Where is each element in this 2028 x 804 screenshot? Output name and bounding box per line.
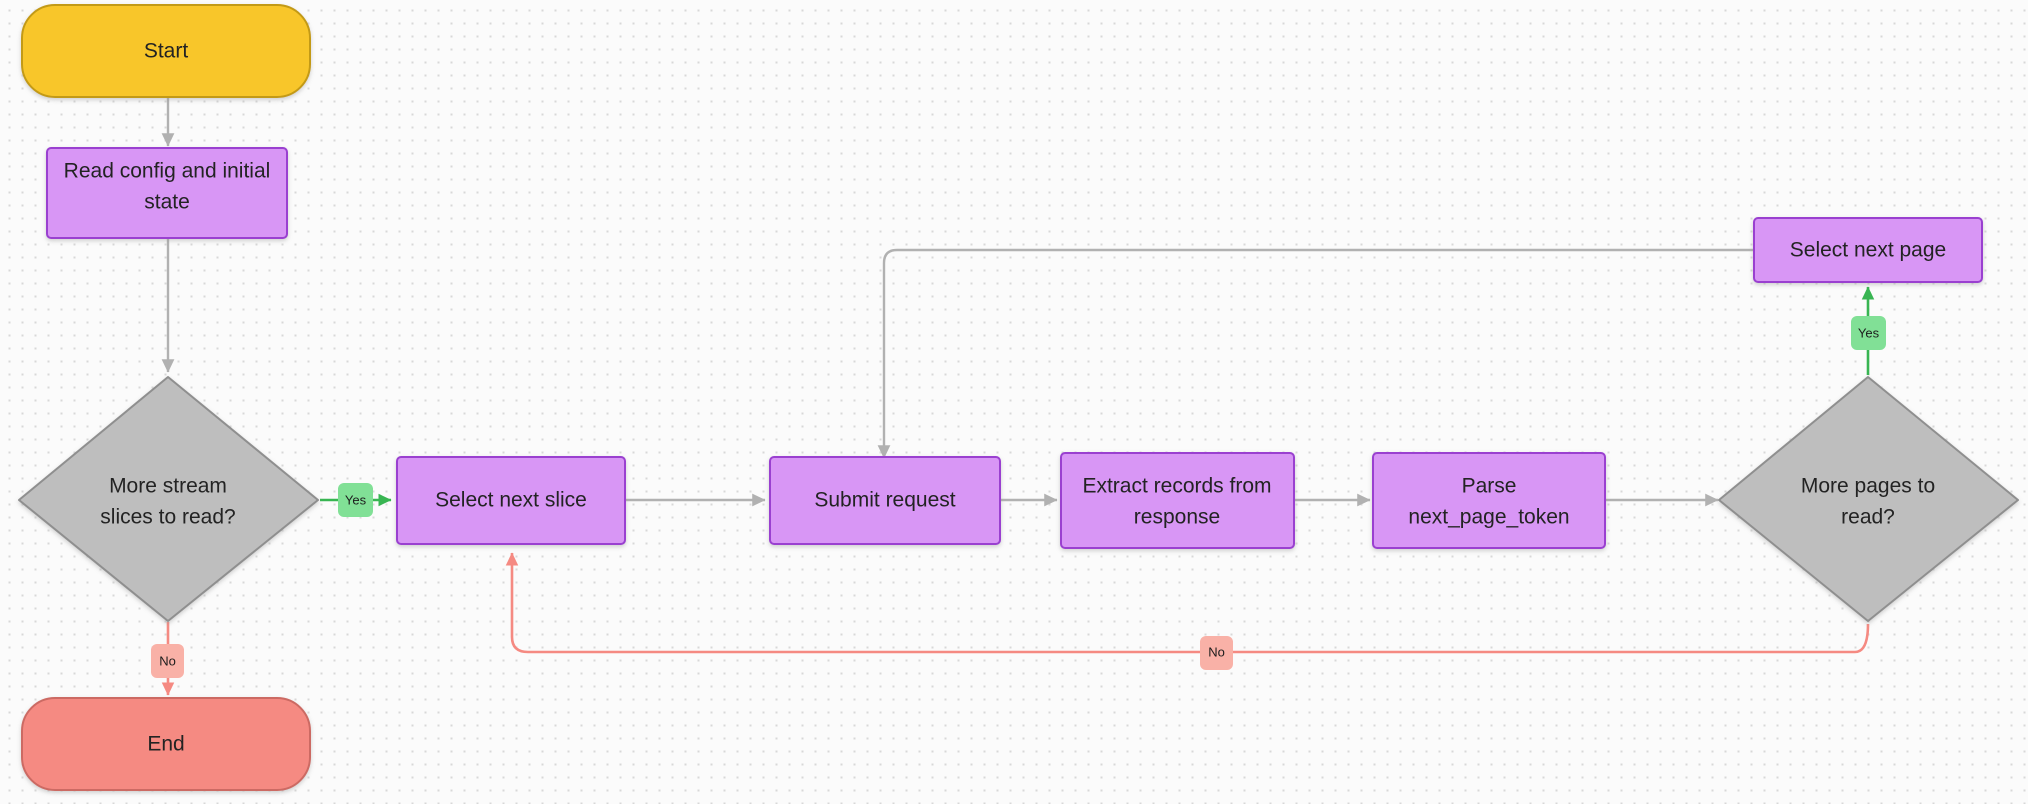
node-submit-request[interactable]: Submit request [769,456,1001,545]
node-start[interactable]: Start [21,4,311,98]
node-extract-records[interactable]: Extract records from response [1060,452,1295,549]
edge-label-pages-yes: Yes [1851,316,1886,350]
edge-more-pages-no-to-select-slice-loop [505,552,1870,654]
node-read-config[interactable]: Read config and initial state [46,147,288,239]
edge-label-slices-yes: Yes [338,483,373,517]
node-end[interactable]: End [21,697,311,791]
node-parse-token[interactable]: Parse next_page_token [1372,452,1606,549]
edge-label-slices-no: No [151,644,184,678]
edge-select-page-to-submit-request-loop [877,248,1754,459]
node-select-page[interactable]: Select next page [1753,217,1983,283]
node-select-slice[interactable]: Select next slice [396,456,626,545]
edge-label-pages-no: No [1200,636,1233,670]
node-more-pages[interactable]: More pages to read? [1718,376,2019,622]
node-more-slices[interactable]: More stream slices to read? [18,376,319,622]
